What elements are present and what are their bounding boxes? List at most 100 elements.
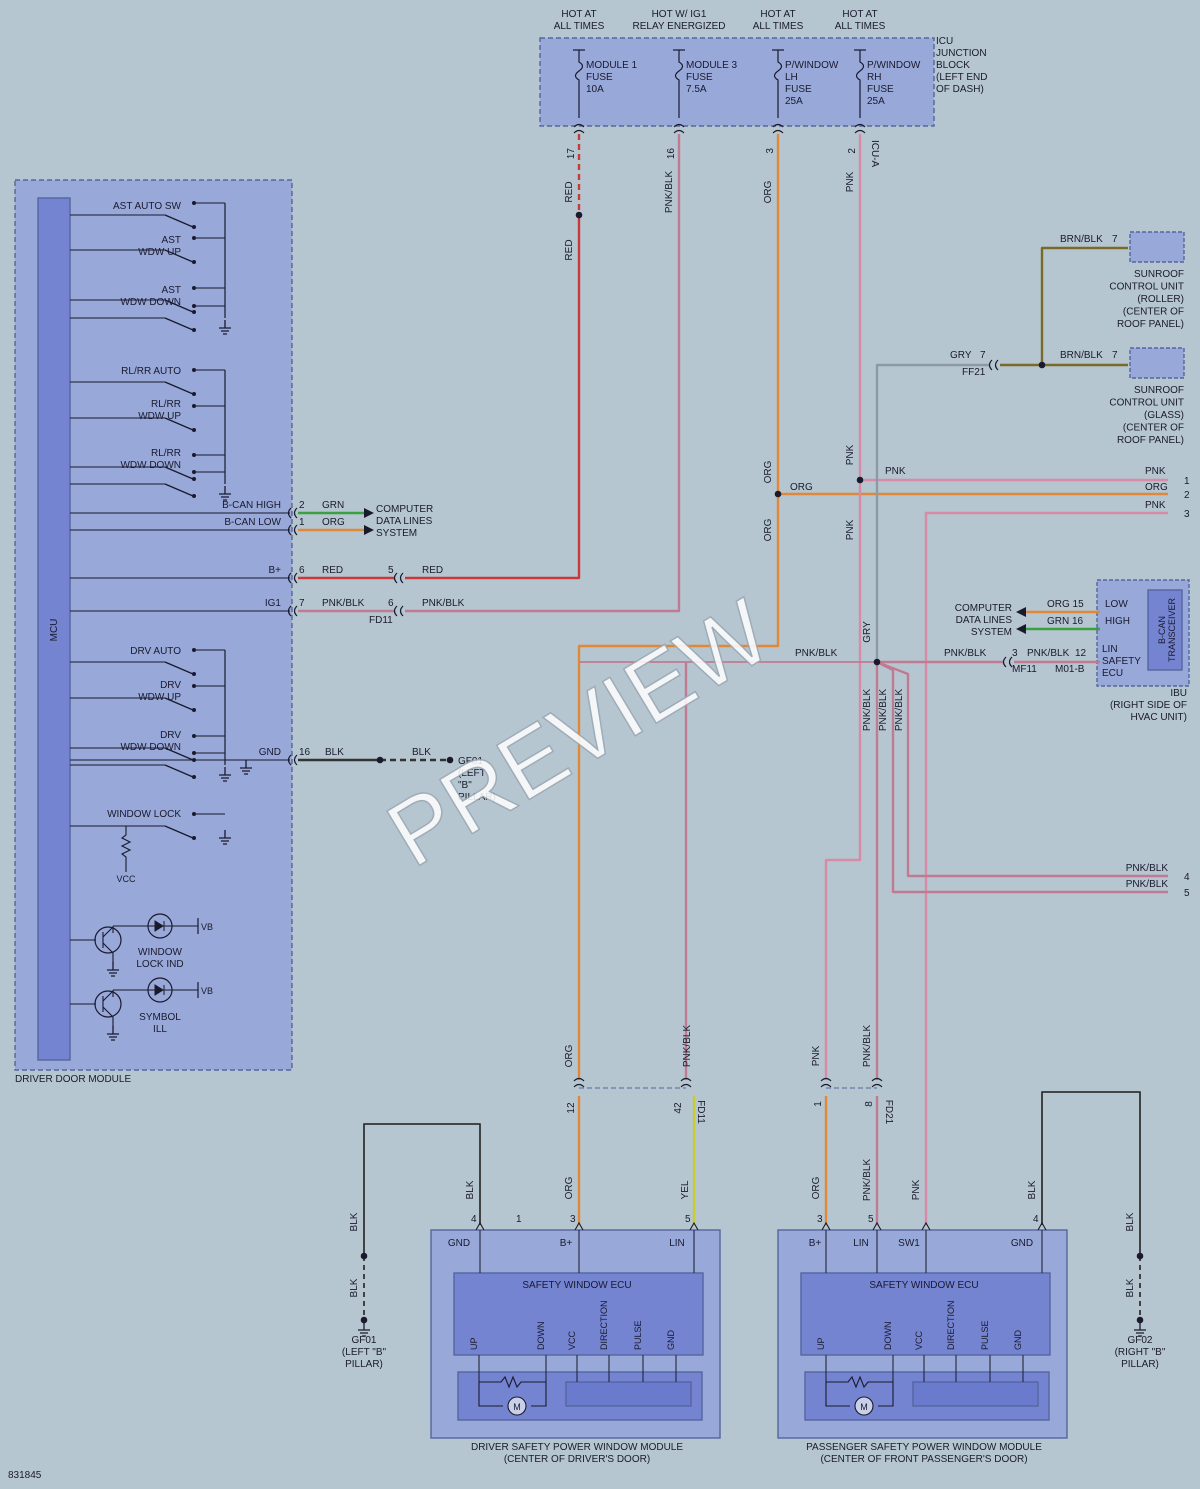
fuse-label: P/WINDOW [785,60,839,71]
sunroof-label: (ROLLER) [1137,294,1184,305]
connector-name: FD21 [883,1100,894,1125]
icu-power-header: RELAY ENERGIZED [633,21,726,32]
fuse-label: RH [867,72,881,83]
wire-color-label: BRN/BLK [1060,234,1103,245]
ddm-pin-name: B+ [268,565,281,576]
wire-color-label: YEL [680,1180,691,1199]
connector-name: FD11 [369,615,393,626]
wire-pnk-blk-ig1 [405,134,681,613]
mf11-connector-mark [1002,656,1013,668]
fuse-label: MODULE 3 [686,60,738,71]
ground-point-label: PILLAR) [458,792,496,803]
wire-pnk-blk-offpage-4 [876,660,1168,878]
switch-contact [164,466,194,480]
sunroof-label: (GLASS) [1144,410,1184,421]
switch-label: WDW UP [138,247,181,258]
wire-pnk-passenger [824,134,862,1080]
mcu-block [37,197,71,1061]
icu-power-header: ALL TIMES [554,21,605,32]
switch-contact [164,825,194,839]
fuse-label: 7.5A [686,84,707,95]
wire-color-label: PNK [845,519,856,540]
offpage-ref: 1 [1184,476,1190,487]
computer-data-lines-label: COMPUTER [955,603,1012,614]
fuse-label: P/WINDOW [867,60,921,71]
sunroof-label: CONTROL UNIT [1109,398,1184,409]
ground-point-label: (LEFT "B" [342,1347,387,1358]
ground-icon [219,830,231,845]
ddm-connector-mark [287,754,298,766]
switch-contact [164,249,194,263]
wire-color-label: PNK/BLK [894,689,905,732]
switch-terminal [192,260,196,264]
connector-pin: 7 [980,350,986,361]
motor-icon [854,1396,874,1416]
switch-contact [164,661,194,675]
ground-icon [107,962,119,977]
connector-pin: 5 [388,565,394,576]
ground-icon [219,486,231,501]
switch-label: DRV AUTO [130,646,181,657]
ground-icon [358,1322,370,1337]
wire-color-label: RED [422,565,443,576]
switch-terminal [192,708,196,712]
wire-gry [875,363,990,660]
wire-color-label: ORG [811,1176,822,1199]
computer-data-lines-label: DATA LINES [956,615,1013,626]
wire-color-label: GRN [322,500,344,511]
switch-contact [164,483,194,497]
icu-power-header: HOT AT [561,9,596,20]
switch-label: WINDOW LOCK [107,809,181,820]
ground-point-label: "B" [458,780,472,791]
connector-pin: 3 [1012,648,1018,659]
ddm-pin-name: GND [259,747,281,758]
wire-color-label: ORG [763,518,774,541]
ecu-pin-label: PULSE [980,1320,990,1350]
module-terminal-label: LIN [853,1238,869,1249]
connector-pin: 1 [813,1101,824,1107]
wire-color-label: PNK [811,1045,822,1066]
module-terminal-label: B+ [809,1238,822,1249]
switch-label: WDW DOWN [120,742,181,753]
icu-junction-block [539,37,935,127]
connector-name: FD11 [695,1100,706,1124]
fuse-icon [574,50,584,118]
motor-icon [507,1396,527,1416]
wire-color-label: PNK [845,444,856,465]
sunroof-label: SUNROOF [1134,269,1184,280]
ddm-pin-name: B-CAN LOW [224,517,281,528]
wire-color-label: ORG [564,1044,575,1067]
connector-pin: 7 [1112,234,1118,245]
switch-terminal [192,310,196,314]
module-pin-number: 1 [516,1214,522,1225]
splice-dot [774,490,782,498]
wire-color-label: PNK [1145,466,1166,477]
fuse-label: MODULE 1 [586,60,638,71]
ground-point-label: GF02 [1127,1335,1152,1346]
module-connector-mark [574,1221,584,1231]
ecu-pin-label: PULSE [633,1320,643,1350]
connector-pin: 7 [1112,350,1118,361]
lin-safety-label: ECU [1102,668,1123,679]
wire-color-label: ORG [564,1176,575,1199]
ground-icon [240,760,252,775]
switch-label: WDW DOWN [120,460,181,471]
fuse-label: FUSE [785,84,812,95]
wire-color-label: PNK/BLK [664,171,675,214]
vb-label: VB [201,986,213,996]
splice-dot [1136,1316,1144,1324]
ecu-pin-label: UP [816,1337,826,1350]
sunroof-label: (CENTER OF [1123,423,1184,434]
resistor-icon [120,826,132,872]
transistor-leads [102,926,114,964]
ddm-connector-mark [287,507,298,519]
led-diode [154,920,165,932]
ecu-pin-label: DOWN [536,1322,546,1351]
fuse-icon [773,50,783,118]
icu-pin-number: 3 [765,148,776,154]
icu-label: BLOCK [936,60,970,71]
ground-icon [219,320,231,335]
bcan-transceiver [1147,589,1183,671]
lin-safety-label: SAFETY [1102,656,1141,667]
ground-point-label: (RIGHT "B" [1115,1347,1166,1358]
